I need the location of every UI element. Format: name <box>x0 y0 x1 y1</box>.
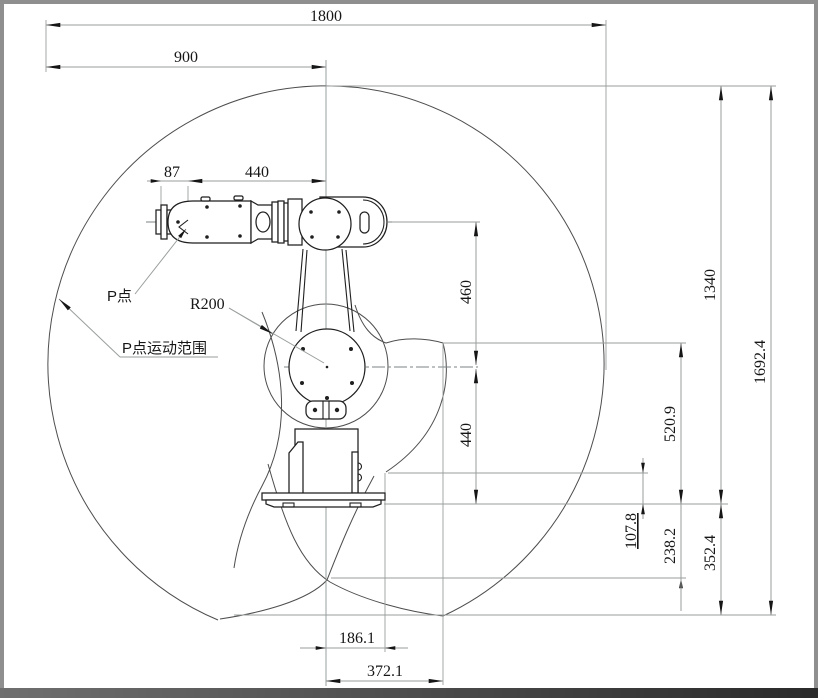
dim-440-top-label: 440 <box>245 164 269 181</box>
window-bottom-edge <box>0 688 818 698</box>
dim-460-label: 460 <box>458 280 475 304</box>
dim-1800-label: 1800 <box>310 8 342 25</box>
range-arc-lower-right <box>267 463 444 617</box>
dim-186-1-label: 186.1 <box>339 630 375 647</box>
base-column <box>294 428 359 495</box>
dim-352-4-label: 352.4 <box>702 535 719 571</box>
p-point-leader <box>134 228 187 295</box>
connector-panel <box>351 451 359 494</box>
p-range-label: P点运动范围 <box>122 340 207 357</box>
robot-work-envelope-drawing: 1800 900 87 440 460 440 520.9 107.8 238.… <box>45 8 776 686</box>
base-fin <box>288 441 304 495</box>
p-point-label: P点 <box>107 288 132 305</box>
dim-372-1-label: 372.1 <box>367 663 403 680</box>
range-right-lobe <box>354 304 447 473</box>
dim-1692-4-label: 1692.4 <box>752 340 769 384</box>
dim-440-right-label: 440 <box>458 423 475 447</box>
robot-arm <box>155 195 388 508</box>
dim-900-label: 900 <box>174 49 198 66</box>
dim-520-9-label: 520.9 <box>662 406 679 442</box>
drawing-sheet: 1800 900 87 440 460 440 520.9 107.8 238.… <box>4 4 814 688</box>
p-range-leader <box>58 298 121 358</box>
dimension-lines <box>46 22 774 684</box>
base-plate <box>265 499 382 508</box>
dim-87-label: 87 <box>164 164 180 181</box>
dim-238-2-label: 238.2 <box>662 528 679 564</box>
elbow-joint-circle <box>298 197 352 251</box>
tool-plate-1 <box>155 209 162 235</box>
forearm-body <box>167 200 252 244</box>
outer-range-circle <box>47 85 605 621</box>
dim-1340-label: 1340 <box>702 269 719 301</box>
dimension-labels: 1800 900 87 440 460 440 520.9 107.8 238.… <box>107 8 769 680</box>
range-arc-lower-left <box>219 475 375 620</box>
shoulder-bracket <box>305 400 347 420</box>
base-flange <box>261 492 386 501</box>
dim-107-8-label: 107.8 <box>623 513 640 549</box>
elbow-slot <box>359 211 370 234</box>
tool-plate-2 <box>160 204 168 240</box>
range-arc-left-lobe <box>233 311 282 569</box>
r200-label: R200 <box>190 296 225 313</box>
